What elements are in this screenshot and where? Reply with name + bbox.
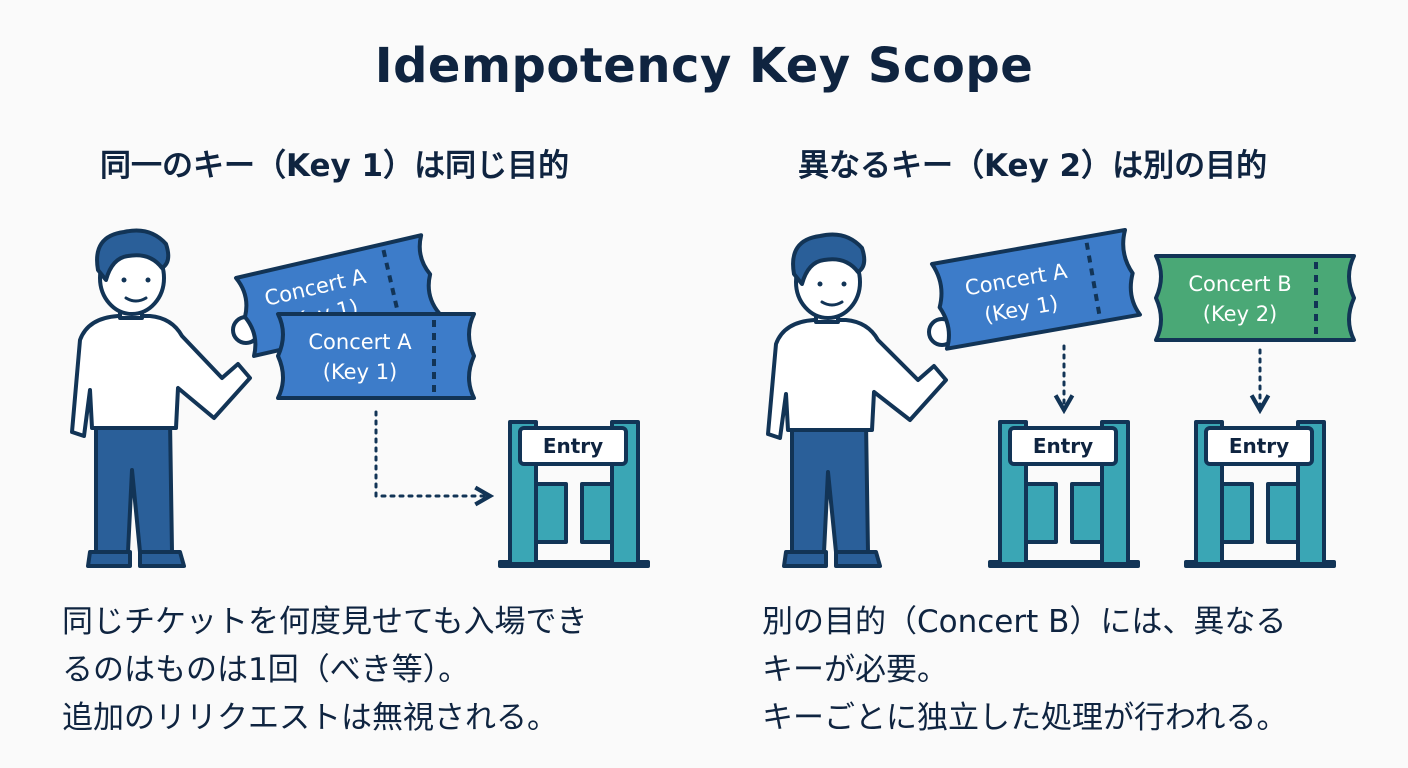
- left-subtitle: 同一のキー（Key 1）は同じ目的: [100, 148, 570, 184]
- left-ticket-front-line1: Concert A: [308, 330, 412, 354]
- left-ticket-front-line2: (Key 1): [323, 360, 398, 384]
- right-caption-line-1: 別の目的（Concert B）には、異なる: [762, 604, 1287, 640]
- right-person: [766, 232, 957, 568]
- left-ticket-front: Concert A (Key 1): [276, 312, 476, 400]
- right-gate-1-label: Entry: [1033, 434, 1093, 458]
- left-caption-line-2: るのはものは1回（べき等）。: [62, 652, 470, 688]
- right-gate-2-label: Entry: [1229, 434, 1289, 458]
- right-ticket-b-line2: (Key 2): [1203, 302, 1278, 326]
- right-caption: 別の目的（Concert B）には、異なる キーが必要。 キーごとに独立した処理…: [762, 598, 1287, 742]
- right-ticket-concert-a: Concert A (Key 1): [930, 227, 1142, 351]
- left-caption-line-1: 同じチケットを何度見せても入場でき: [62, 604, 588, 640]
- right-caption-line-3: キーごとに独立した処理が行われる。: [762, 700, 1288, 736]
- left-caption: 同じチケットを何度見せても入場でき るのはものは1回（べき等）。 追加のリリクエ…: [62, 598, 587, 742]
- left-flow-arrow: [374, 410, 490, 496]
- left-caption-line-3: 追加のリリクエストは無視される。: [62, 700, 558, 736]
- right-entry-gate-1: Entry: [988, 420, 1140, 568]
- right-entry-gate-2: Entry: [1184, 420, 1336, 568]
- right-ticket-concert-b: Concert B (Key 2): [1154, 254, 1356, 342]
- right-ticket-b-line1: Concert B: [1188, 272, 1291, 296]
- right-subtitle: 異なるキー（Key 2）は別の目的: [798, 148, 1268, 184]
- left-entry-gate: Entry: [498, 420, 650, 568]
- left-gate-label: Entry: [543, 434, 603, 458]
- left-person: [70, 228, 261, 568]
- page-title: Idempotency Key Scope: [374, 38, 1034, 94]
- right-caption-line-2: キーが必要。: [762, 652, 948, 688]
